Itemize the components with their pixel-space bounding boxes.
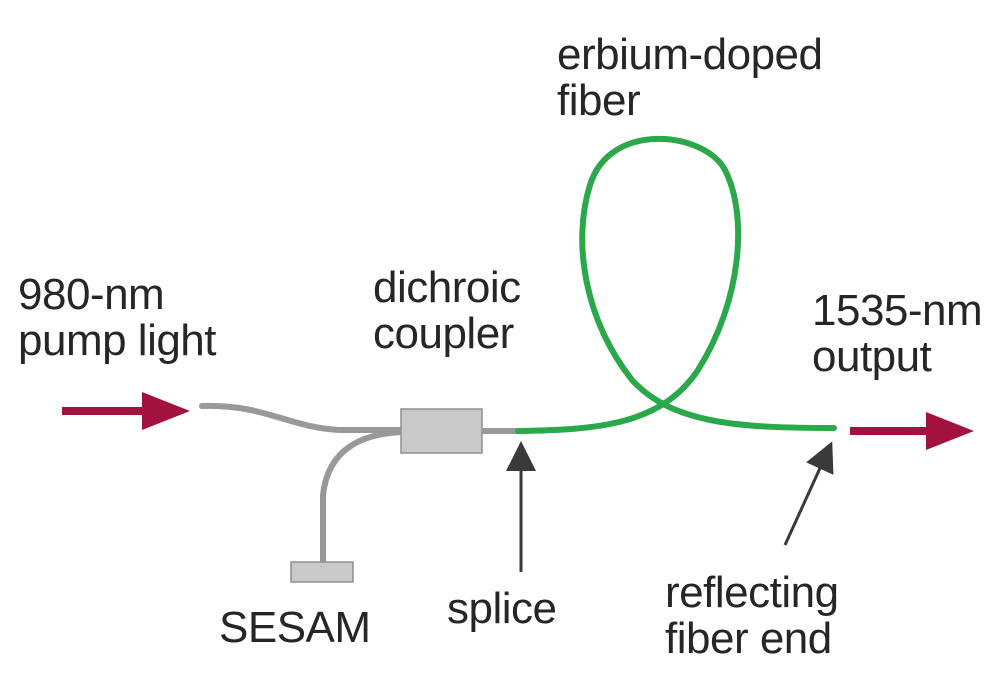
dichroic-coupler-label: dichroic coupler [373, 263, 521, 358]
reflecting-fiber-end-label: reflecting fiber end [665, 568, 839, 663]
reflecting-end-pointer-arrow [783, 441, 834, 546]
pump-fiber [199, 402, 405, 433]
sesam-block [290, 561, 354, 583]
pump-arrowhead [142, 392, 190, 430]
pump-input-arrow [62, 392, 190, 430]
erbium-doped-fiber-label: erbium-doped fiber [557, 30, 823, 125]
splice-label: splice [447, 584, 557, 633]
sesam-label: SESAM [219, 603, 371, 652]
sesam-fiber [320, 429, 405, 565]
output-arrow [850, 412, 974, 450]
output-arrowhead [926, 412, 974, 450]
erbium-doped-fiber-loop [515, 135, 837, 434]
output-label: 1535-nm output [812, 286, 983, 381]
dichroic-coupler [400, 408, 483, 454]
pump-light-label: 980-nm pump light [18, 270, 217, 365]
